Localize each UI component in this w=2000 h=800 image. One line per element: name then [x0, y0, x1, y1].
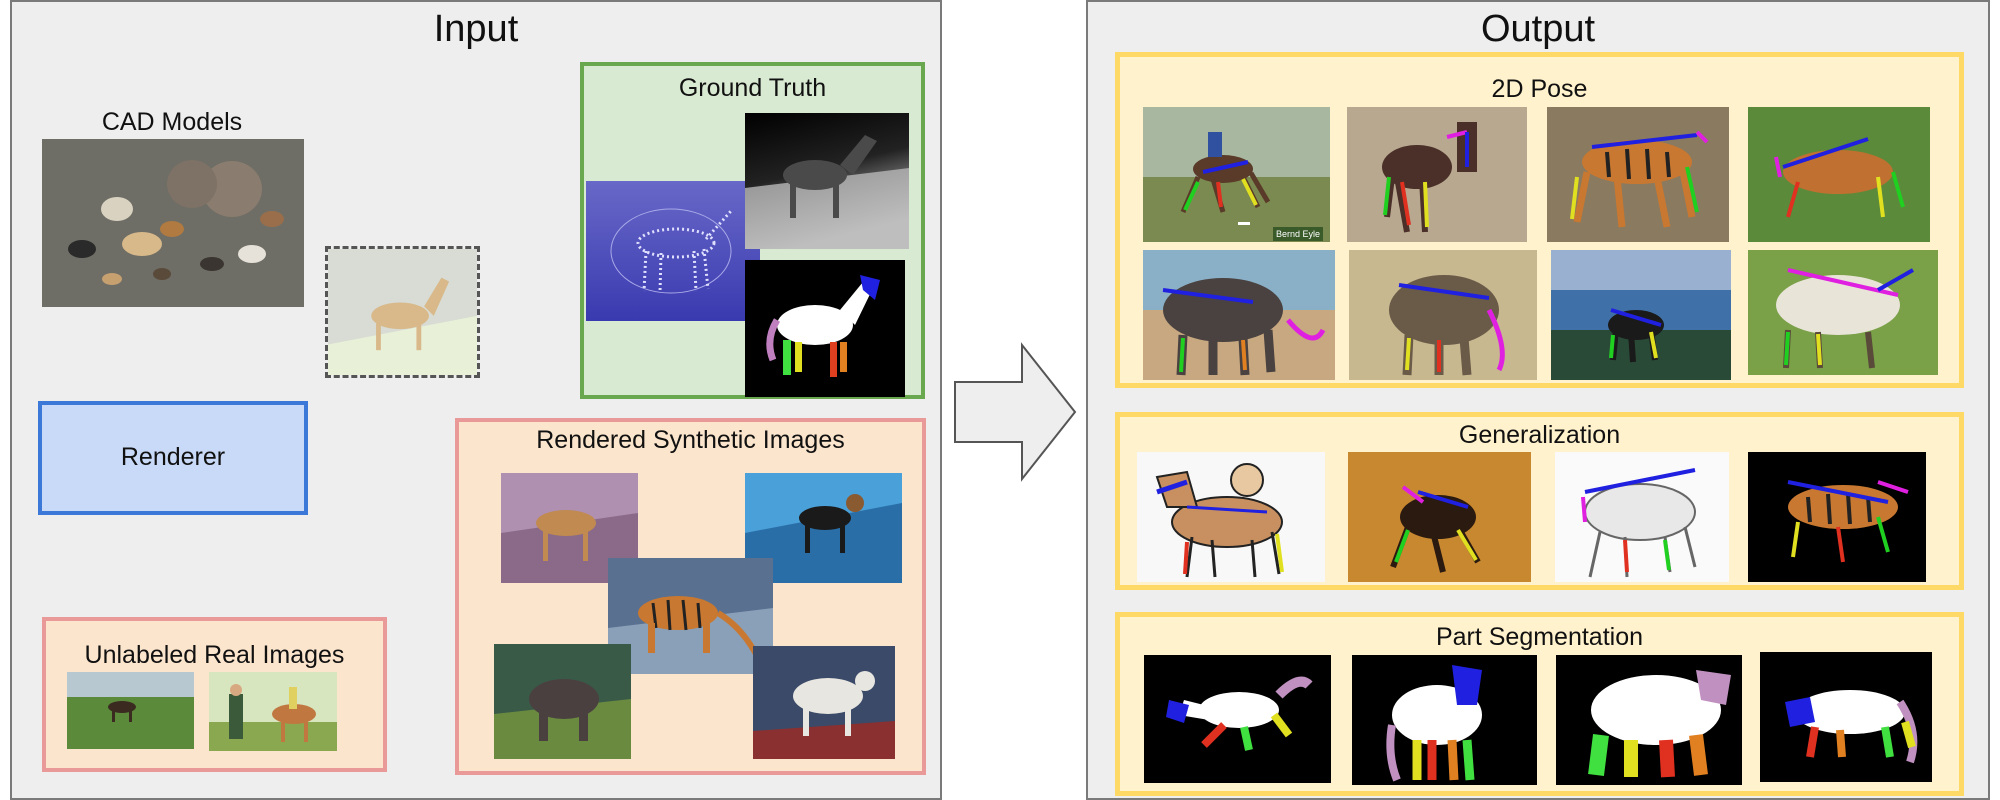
gen-sketch-tiger-image	[1555, 452, 1729, 582]
depth-map-image	[745, 113, 909, 249]
pose-sheep-image	[1748, 250, 1938, 375]
pose-dog-lake-image	[1551, 250, 1731, 380]
real-horse-rider-image	[209, 672, 337, 751]
input-to-output-arrow	[954, 342, 1077, 482]
rendered-horse-sample	[325, 246, 480, 378]
synthetic-tiger-image	[608, 558, 773, 674]
cad-models-image	[42, 139, 304, 307]
segmentation-label: Part Segmentation	[1435, 623, 1644, 651]
seg-horse-leaping-image	[1144, 655, 1331, 783]
renderer-label: Renderer	[120, 443, 226, 471]
synthetic-images-label: Rendered Synthetic Images	[536, 426, 845, 454]
renderer-box: Renderer	[38, 401, 308, 515]
seg-tiger-image	[1760, 652, 1932, 782]
pose-horse-image	[1347, 107, 1527, 242]
pose-watermark: Bernd Eyle	[1276, 229, 1320, 239]
synthetic-elephant-image	[494, 644, 631, 759]
pose-label: 2D Pose	[1491, 75, 1588, 103]
output-title: Output	[1480, 8, 1596, 50]
pose-elephant-circus-image	[1349, 250, 1537, 380]
generalization-label: Generalization	[1458, 421, 1621, 449]
gen-dark-tiger-image	[1748, 452, 1926, 582]
input-title: Input	[433, 8, 519, 50]
pose-tiger-image	[1547, 107, 1729, 242]
pose-tiger-grass-image	[1748, 107, 1930, 242]
seg-elephant-image	[1556, 655, 1742, 785]
pointcloud-image	[586, 181, 760, 321]
synthetic-sheep-image	[753, 646, 895, 759]
gen-painted-horse-image	[1348, 452, 1531, 582]
pose-elephant-image	[1143, 250, 1335, 380]
gen-cartoon-horse-image	[1137, 452, 1325, 582]
real-horse-field-image	[67, 672, 194, 749]
part-segmentation-gt-image	[745, 260, 905, 397]
pose-jockey-horse-image: Bernd Eyle	[1143, 107, 1330, 242]
unlabeled-images-label: Unlabeled Real Images	[84, 641, 345, 669]
cad-models-label: CAD Models	[101, 108, 243, 136]
seg-horse-front-image	[1352, 655, 1537, 785]
ground-truth-label: Ground Truth	[678, 74, 827, 102]
